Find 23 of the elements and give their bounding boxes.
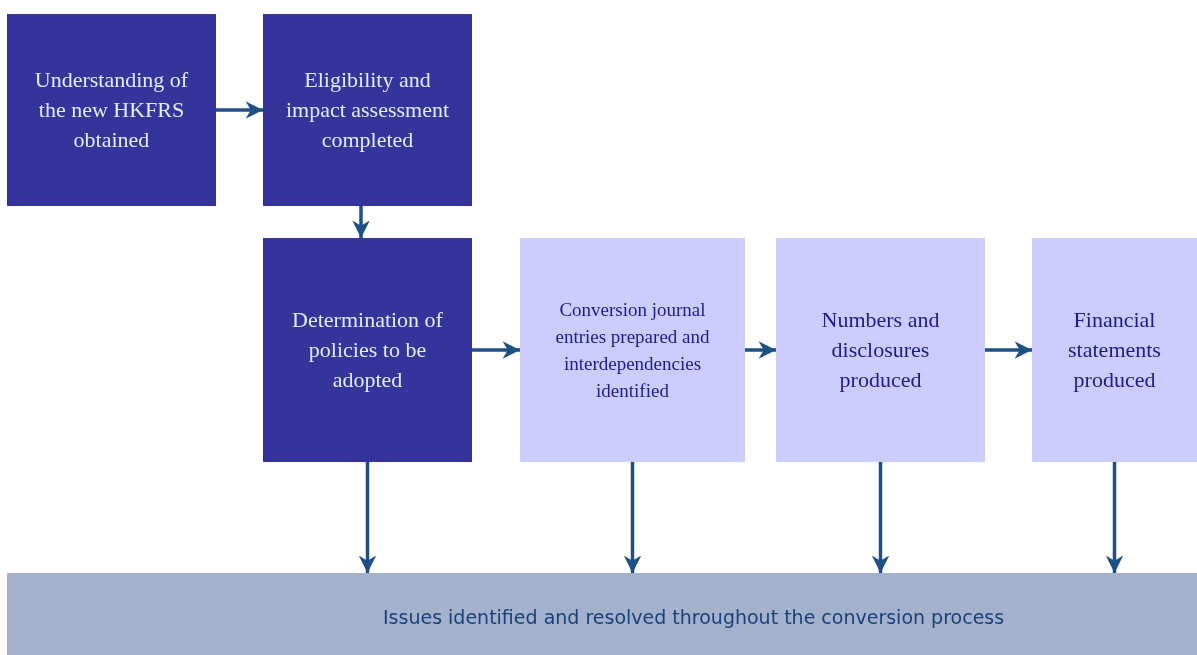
process-box [1032, 238, 1197, 462]
arrow [623, 462, 642, 573]
process-box [263, 14, 472, 206]
arrow [216, 101, 263, 119]
arrow [358, 462, 377, 573]
box-text: Financial statements produced [1067, 306, 1162, 394]
banner-box [7, 573, 1197, 655]
arrow [352, 206, 370, 238]
arrow [745, 341, 776, 359]
box-text: Numbers and disclosures produced [820, 306, 941, 394]
box-text: Understanding of the new HKFRS obtained [33, 66, 190, 154]
process-box [520, 238, 745, 462]
box-text: Eligibility and impact assessment completed [284, 66, 451, 154]
box-text: Conversion journal entries prepared and interdependencies identified [554, 298, 711, 403]
process-box [776, 238, 985, 462]
arrow [1105, 462, 1124, 573]
process-box [263, 238, 472, 462]
process-box [7, 14, 216, 206]
box-text: Determination of policies to be adopted [291, 306, 444, 394]
arrow [871, 462, 890, 573]
arrow [472, 341, 520, 359]
box-text: Issues identified and resolved throughout the conversion process [383, 605, 1005, 630]
arrow [985, 341, 1032, 359]
